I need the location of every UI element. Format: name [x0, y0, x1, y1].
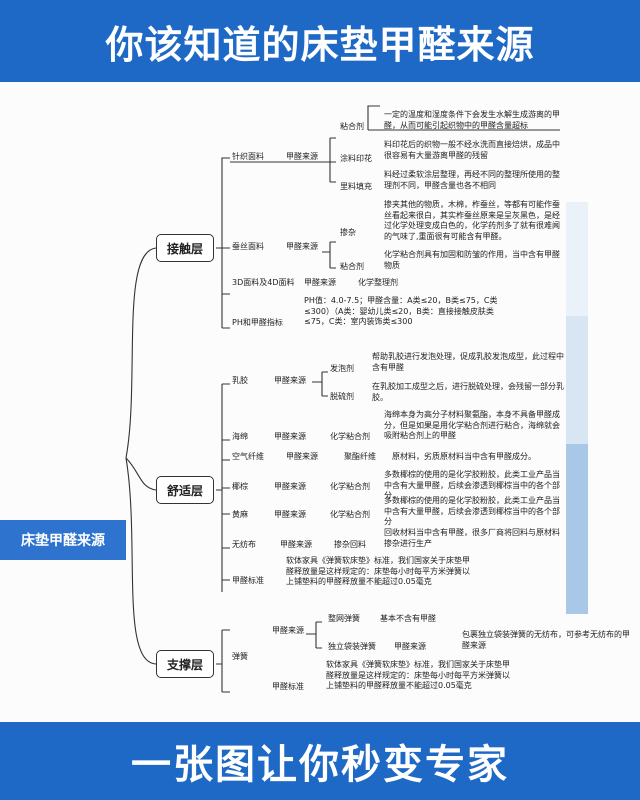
node-jute: 黄麻 [232, 510, 248, 519]
note-spring-pocket: 包裹独立袋装弹簧的无纺布，可参考无纺布的甲醛来源 [462, 630, 630, 650]
node-support-standard: 甲醛标准 [272, 682, 304, 691]
node-3d-cause: 化学整理剂 [358, 278, 398, 287]
note-latex-foaming: 帮助乳胶进行发泡处理，促成乳胶发泡成型，此过程中含有甲醛 [372, 352, 564, 372]
note-silk-adhesive: 化学粘合剂具有加固和防皱的作用，当中含有甲醛物质 [384, 250, 560, 270]
node-knit: 针织面料 [232, 152, 264, 161]
node-spring-mesh: 整网弹簧 [328, 614, 360, 623]
note-sponge: 海绵本身为高分子材料聚氨酯，本身不具备甲醛成分，但是如果是用化学粘合剂进行粘合，… [384, 410, 560, 440]
node-air-fiber: 空气纤维 [232, 452, 264, 461]
header-banner: 你该知道的床垫甲醛来源 [0, 0, 640, 82]
node-knit-source: 甲醛来源 [286, 152, 318, 161]
node-knit-printing: 涂料印花 [340, 154, 372, 163]
node-coir-source: 甲醛来源 [274, 482, 306, 491]
footer-slogan: 一张图让你秒变专家 [131, 742, 509, 788]
note-knit-adhesive: 一定的温度和湿度条件下会发生水解生成游离的甲醛，从而可能引起织物中的甲醛含量超标 [384, 110, 560, 130]
node-spring: 弹簧 [232, 652, 248, 661]
note-comfort-standard: 软体家具《弹簧软床垫》标准，我们国家关于床垫甲醛释放量是这样规定的：床垫每小时每… [286, 556, 470, 586]
node-sponge: 海绵 [232, 432, 248, 441]
node-coir-cause: 化学粘合剂 [330, 482, 370, 491]
note-coir: 多数椰棕的使用的是化学胶粉胶，此类工业产品当中含有大量甲醛，后续会渗透到椰棕当中… [384, 470, 560, 500]
node-latex-desulfur: 脱硫剂 [330, 392, 354, 401]
node-3d-fabric: 3D面料及4D面料 [232, 278, 295, 287]
node-jute-source: 甲醛来源 [274, 510, 306, 519]
node-comfort-standard: 甲醛标准 [232, 576, 264, 585]
side-bar-segment [566, 202, 588, 316]
node-jute-cause: 化学粘合剂 [330, 510, 370, 519]
note-ph: PH值：4.0-7.5；甲醛含量：A类≤20，B类≤75，C类≤300）（A类：… [304, 296, 498, 326]
node-3d-source: 甲醛来源 [304, 278, 336, 287]
node-knit-adhesive: 粘合剂 [340, 122, 364, 131]
note-silk-mixing: 掺夹其他的物质，木棉，柞蚕丝，等都有可能作蚕丝看起来很白，其实柞蚕丝原来是呈灰黑… [384, 200, 560, 241]
note-knit-printing: 料印花后的织物一般不经水洗而直接焙烘，成品中很容易有大量游离甲醛的残留 [384, 140, 560, 160]
node-silk-mixing: 掺杂 [340, 228, 356, 237]
node-coir: 椰棕 [232, 482, 248, 491]
side-bar-segment [566, 316, 588, 444]
note-support-standard: 软体家具《弹簧软床垫》标准，我们国家关于床垫甲醛释放量是这样规定的：床垫每小时每… [326, 660, 510, 690]
note-latex-desulfur: 在乳胶加工成型之后，进行脱硫处理，会残留一部分乳胶。 [372, 382, 564, 402]
note-knit-lining: 料经过柔软涂层整理，再经不同的整理所使用的整理剂不同，甲醛含量也各不相同 [384, 170, 560, 190]
node-sponge-cause: 化学粘合剂 [330, 432, 370, 441]
note-air-fiber: 原材料，劣质原材料当中含有甲醛成分。 [392, 452, 536, 461]
node-air-fiber-cause: 聚酯纤维 [344, 452, 376, 461]
mindmap-canvas: 床垫甲醛来源 接触层 针织面料 甲醛来源 粘合剂 一定的温度和湿度条件下会发生水… [0, 82, 640, 722]
node-air-fiber-source: 甲醛来源 [286, 452, 318, 461]
node-silk-source: 甲醛来源 [286, 242, 318, 251]
node-ph: PH和甲醛指标 [232, 318, 283, 327]
node-silk-adhesive: 粘合剂 [340, 262, 364, 271]
layer-node-contact: 接触层 [156, 234, 214, 262]
node-silk: 蚕丝面料 [232, 242, 264, 251]
node-latex: 乳胶 [232, 376, 248, 385]
footer-banner: 一张图让你秒变专家 [0, 722, 640, 800]
note-spring-mesh: 基本不含有甲醛 [380, 614, 436, 623]
connector-lines [125, 105, 560, 693]
node-spring-source: 甲醛来源 [272, 626, 304, 635]
node-knit-lining: 里料填充 [340, 182, 372, 191]
node-spring-pocket: 独立袋装弹簧 [328, 642, 376, 651]
root-node: 床垫甲醛来源 [0, 520, 126, 560]
node-nonwoven-cause: 掺杂回料 [334, 540, 366, 549]
node-latex-foaming: 发泡剂 [330, 364, 354, 373]
node-spring-pocket-source: 甲醛来源 [394, 642, 426, 651]
layer-node-comfort: 舒适层 [156, 476, 214, 504]
node-nonwoven-source: 甲醛来源 [280, 540, 312, 549]
page-title: 你该知道的床垫甲醛来源 [105, 22, 535, 67]
node-latex-source: 甲醛来源 [274, 376, 306, 385]
layer-node-support: 支撑层 [156, 650, 214, 678]
node-nonwoven: 无纺布 [232, 540, 256, 549]
side-bar-segment [566, 444, 588, 614]
node-sponge-source: 甲醛来源 [274, 432, 306, 441]
note-nonwoven: 回收材料当中含有甲醛，很多厂商将回料与原材料掺杂进行生产 [384, 528, 560, 548]
note-jute: 多数椰棕的使用的是化学胶粉胶，此类工业产品当中含有大量甲醛，后续会渗透到椰棕当中… [384, 496, 560, 526]
